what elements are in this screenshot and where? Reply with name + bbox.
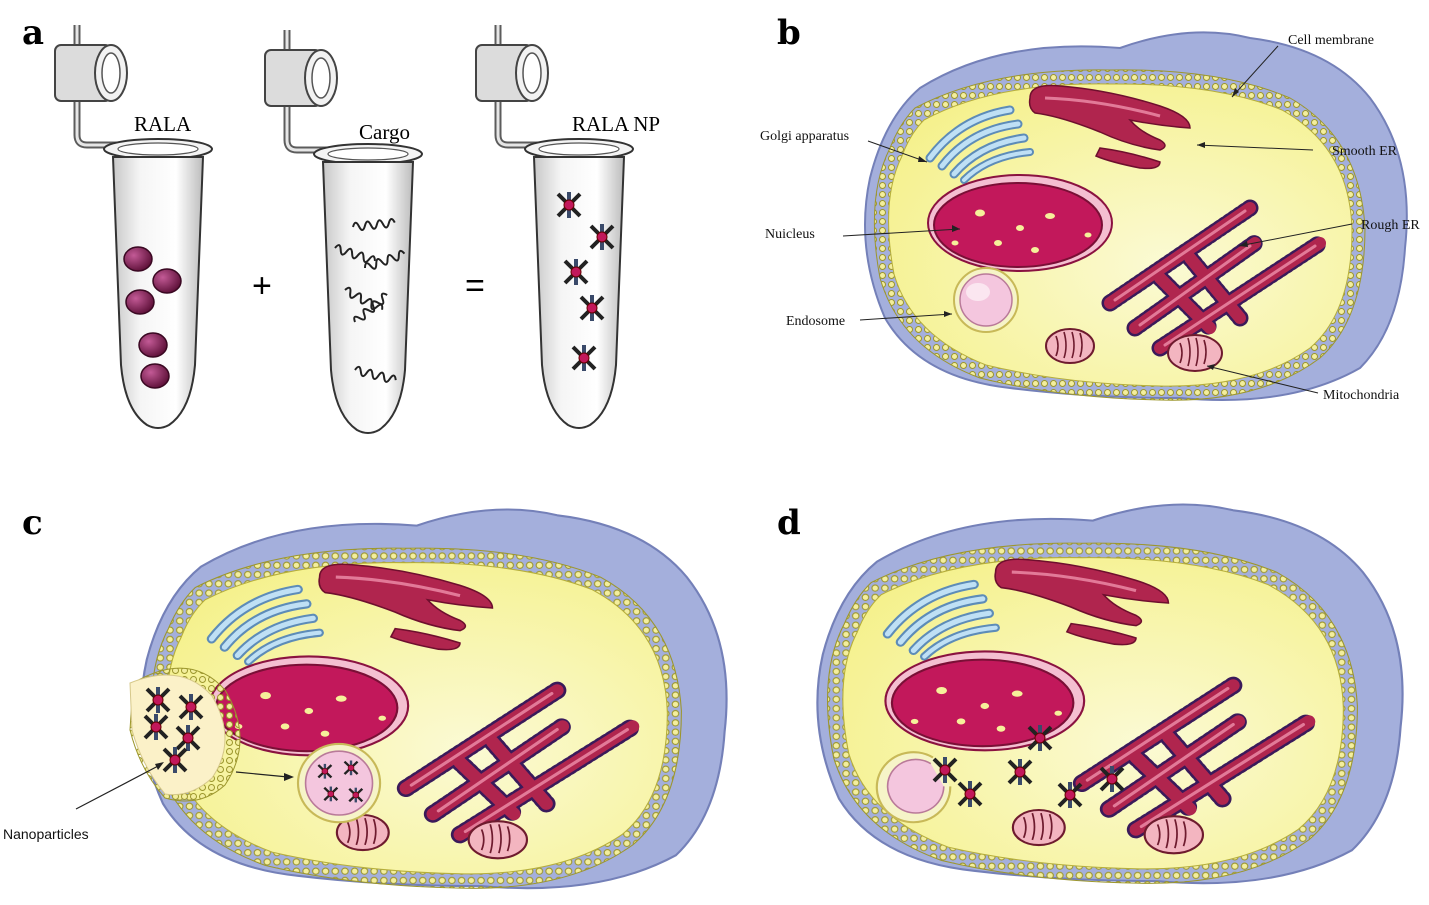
label-endosome: Endosome	[786, 314, 845, 329]
panel-d: d	[777, 503, 1403, 883]
panel-c: c	[3, 503, 727, 888]
leader-lines	[842, 45, 1353, 394]
plus-sign: +	[252, 267, 272, 305]
leader-nanoparticles	[75, 764, 161, 810]
rala-particle	[138, 332, 168, 358]
rala-particle	[152, 268, 182, 294]
tube-label-cargo: Cargo	[359, 120, 410, 144]
panel-letter-d: d	[777, 503, 801, 543]
label-smooth-er: Smooth ER	[1332, 144, 1398, 159]
endosome	[953, 267, 1019, 333]
label-rough-er: Rough ER	[1361, 218, 1420, 233]
tube-label-rala: RALA	[134, 112, 192, 136]
endocytic-vesicle	[129, 667, 241, 802]
tube-rala	[55, 25, 212, 428]
leader-arrowheads	[918, 88, 1248, 370]
panel-letter-a: a	[22, 13, 44, 53]
label-nanoparticles: Nanoparticles	[3, 826, 89, 842]
label-cell-membrane: Cell membrane	[1288, 33, 1374, 48]
endosome-with-nanoparticles	[296, 742, 382, 824]
cell-b	[865, 32, 1407, 400]
cell-c	[141, 510, 726, 889]
panel-letter-b: b	[777, 13, 801, 53]
cell-d	[817, 505, 1402, 884]
tube-rala-np	[476, 25, 633, 428]
equals-sign: =	[465, 267, 485, 305]
panel-letter-c: c	[22, 503, 43, 543]
arrow-to-endosome	[235, 771, 289, 778]
panel-b: b Cell	[760, 13, 1420, 403]
rala-particle	[140, 363, 170, 389]
tube-label-rala-np: RALA NP	[572, 112, 660, 136]
rala-particle	[125, 289, 155, 315]
label-mitochondria: Mitochondria	[1323, 388, 1400, 403]
ruptured-endosome	[875, 751, 952, 824]
tube-cargo	[265, 30, 422, 433]
panel-a: a RALA + Cargo =	[22, 13, 660, 433]
label-nucleus: Nuicleus	[765, 227, 815, 242]
rala-particle	[123, 246, 153, 272]
label-golgi: Golgi apparatus	[760, 129, 849, 144]
